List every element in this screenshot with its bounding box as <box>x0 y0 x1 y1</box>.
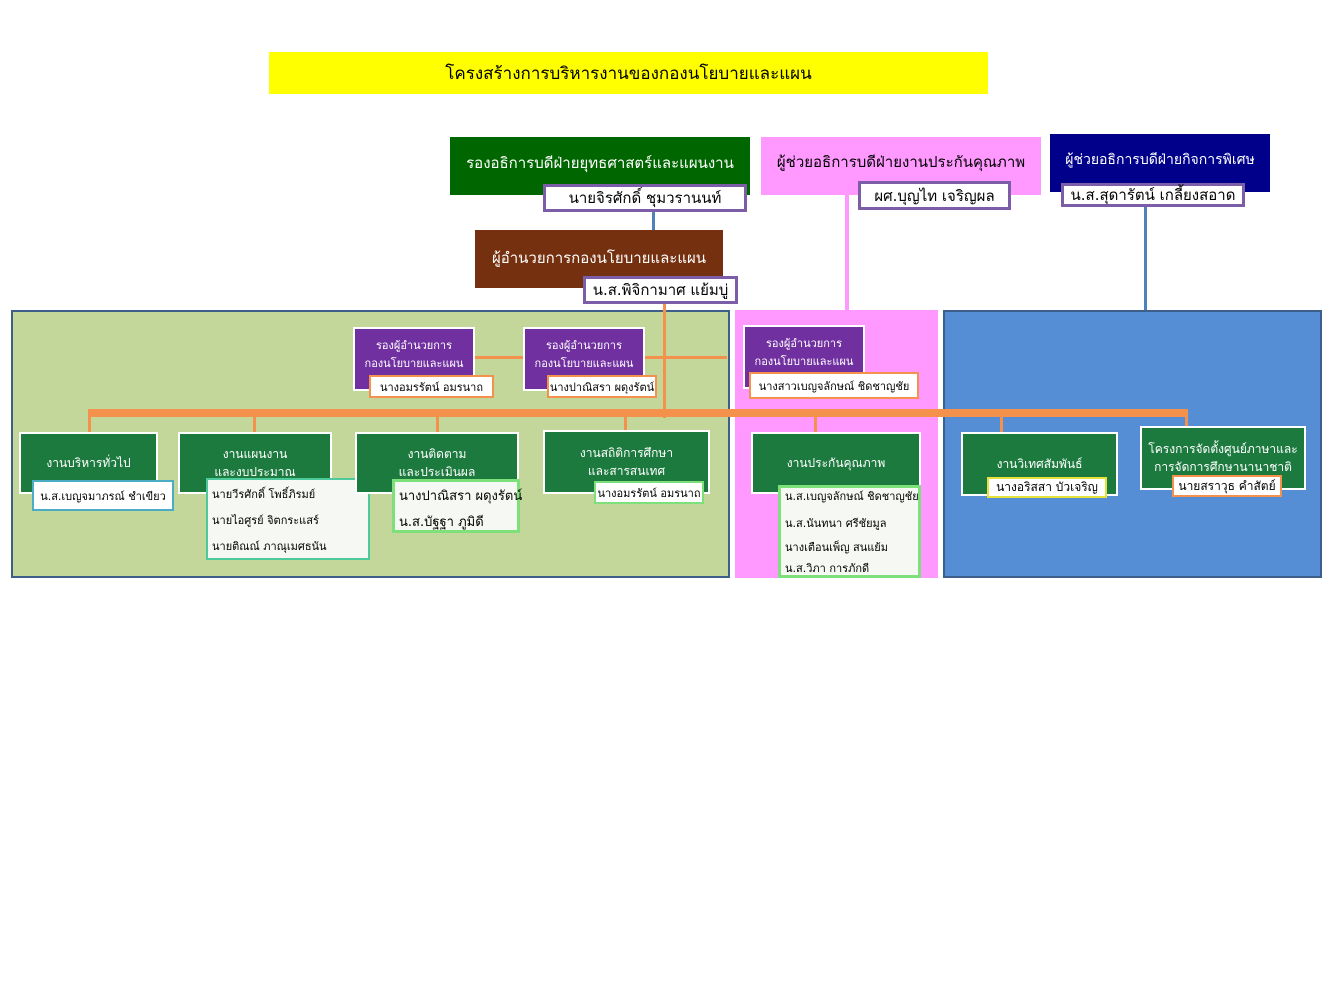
connector-unit-drop-4 <box>624 413 627 431</box>
deputy-name-1: นางอมรรัตน์ อมรนาถ <box>369 375 494 398</box>
exec-box-3: ผู้ช่วยอธิการบดีฝ่ายกิจการพิเศษ <box>1050 134 1270 192</box>
unit-name-1-1: น.ส.เบญจมาภรณ์ ชำเขียว <box>40 489 166 503</box>
deputy-line1-2: รองผู้อำนวยการ <box>545 339 622 352</box>
unit-line1-4: งานสถิติการศึกษา <box>579 446 674 460</box>
deputy-line2-2: กองนโยบายและแผน <box>534 357 634 370</box>
deputy-line2-3: กองนโยบายและแผน <box>754 355 854 368</box>
unit-line1-2: งานแผนงาน <box>222 447 288 461</box>
connector-unit-drop-5 <box>814 413 817 433</box>
unit-name-3-2: น.ส.บัฐฐา ภูมิดี <box>399 515 484 530</box>
unit-name-3-1: นางปาณิสรา ผดุงรัตน์ <box>399 489 523 504</box>
unit-name-5-3: นางเตือนเพ็ญ สนแย้ม <box>785 541 888 554</box>
deputy-name-2: นางปาณิสรา ผดุงรัตน์ <box>547 375 657 398</box>
exec-position-2: ผู้ช่วยอธิการบดีฝ่ายงานประกันคุณภาพ <box>776 153 1026 171</box>
connector-exec1-director <box>652 210 655 232</box>
unit-name-5-2: น.ส.นันทนา ศรีชัยมูล <box>785 517 887 530</box>
unit-line2-2: และงบประมาณ <box>214 465 296 479</box>
connector-director-trunk <box>663 304 666 418</box>
exec-name-2: ผศ.บุญไท เจริญผล <box>858 181 1011 210</box>
unit-name-7-1: นายสราวุธ คำสัตย์ <box>1178 478 1276 493</box>
unit-names-6: นางอริสสา บัวเจริญ <box>987 477 1107 498</box>
unit-line1-3: งานติดตาม <box>407 447 467 461</box>
unit-names-1: น.ส.เบญจมาภรณ์ ชำเขียว <box>32 480 174 511</box>
unit-name-2-3: นายติณณ์ ภาณุเมศธนัน <box>212 540 327 553</box>
connector-unit-bus <box>88 409 1188 417</box>
unit-name-5-1: น.ส.เบญจลักษณ์ ชิดชาญชัย <box>785 490 919 503</box>
unit-name-6-1: นางอริสสา บัวเจริญ <box>996 480 1098 494</box>
unit-names-2: นายวีรศักดิ์ โพธิ์ภิรมย์ นายไอศูรย์ จิตก… <box>206 478 370 560</box>
connector-unit-drop-6 <box>1000 413 1003 433</box>
unit-box-5: งานประกันคุณภาพ <box>751 432 921 494</box>
connector-unit-drop-1 <box>88 413 91 433</box>
unit-names-3: นางปาณิสรา ผดุงรัตน์ น.ส.บัฐฐา ภูมิดี <box>392 479 523 533</box>
unit-line2-7: การจัดการศึกษานานาชาติ <box>1154 460 1292 474</box>
unit-name-2-2: นายไอศูรย์ จิตกระแสร์ <box>212 514 319 527</box>
unit-line2-4: และสารสนเทศ <box>587 464 666 478</box>
unit-line1-7: โครงการจัดตั้งศูนย์ภาษาและ <box>1148 442 1298 456</box>
unit-line1-6: งานวิเทศสัมพันธ์ <box>996 457 1083 471</box>
connector-unit-drop-7 <box>1185 413 1188 429</box>
exec-name-3: น.ส.สุดารัตน์ เกลี้ยงสอาด <box>1061 183 1245 207</box>
deputy-line1-1: รองผู้อำนวยการ <box>375 339 452 352</box>
deputy-name-3: นางสาวเบญจลักษณ์ ชิดชาญชัย <box>749 372 919 399</box>
unit-names-4: นางอมรรัตน์ อมรนาถ <box>594 481 704 504</box>
unit-names-7: นายสราวุธ คำสัตย์ <box>1172 475 1282 497</box>
unit-line2-3: และประเมินผล <box>398 465 476 479</box>
exec-position-3: ผู้ช่วยอธิการบดีฝ่ายกิจการพิเศษ <box>1065 152 1255 168</box>
connector-unit-drop-3 <box>436 413 439 433</box>
connector-exec2-panel <box>845 195 849 311</box>
connector-unit-drop-2 <box>253 413 256 433</box>
page-title: โครงสร้างการบริหารงานของกองนโยบายและแผน <box>269 52 988 94</box>
exec-position-1: รองอธิการบดีฝ่ายยุทธศาสตร์และแผนงาน <box>466 154 734 172</box>
exec-name-1: นายจิรศักดิ์ ชุมวรานนท์ <box>543 184 747 212</box>
unit-line1-1: งานบริหารทั่วไป <box>46 456 131 470</box>
unit-name-5-4: น.ส.วิภา การภักดี <box>785 562 870 575</box>
unit-names-5: น.ส.เบญจลักษณ์ ชิดชาญชัย น.ส.นันทนา ศรีช… <box>778 485 921 578</box>
unit-name-4-1: นางอมรรัตน์ อมรนาถ <box>597 486 701 500</box>
unit-line1-5: งานประกันคุณภาพ <box>786 456 886 470</box>
unit-name-2-1: นายวีรศักดิ์ โพธิ์ภิรมย์ <box>212 488 316 501</box>
deputy-line1-3: รองผู้อำนวยการ <box>765 337 842 350</box>
director-position: ผู้อำนวยการกองนโยบายและแผน <box>491 249 707 267</box>
deputy-line2-1: กองนโยบายและแผน <box>364 357 464 370</box>
director-name: น.ส.พิจิกามาศ แย้มบู่ <box>583 276 738 304</box>
connector-exec3-panel <box>1144 206 1147 310</box>
